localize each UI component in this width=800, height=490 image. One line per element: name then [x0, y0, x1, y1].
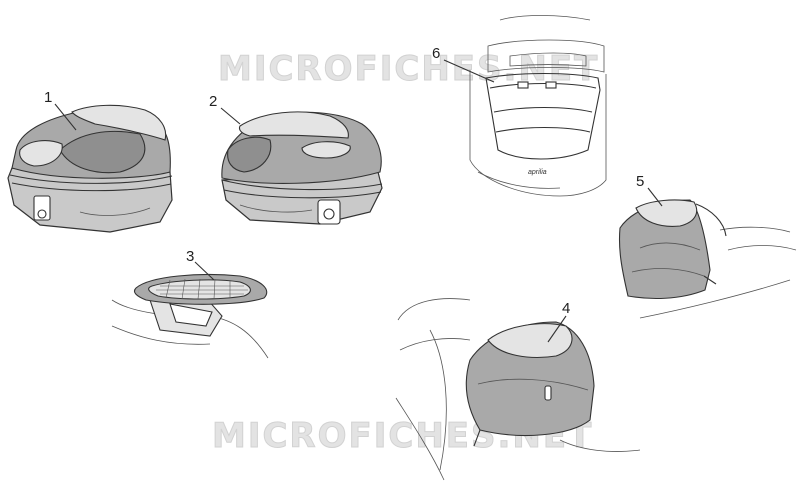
part-6-rear-rack: aprilia [469, 15, 607, 197]
callout-3: 3 [186, 248, 194, 265]
part-4-leg-cover [395, 298, 641, 481]
callout-6: 6 [432, 45, 440, 62]
callout-4: 4 [562, 300, 570, 317]
leader-lines [54, 59, 663, 343]
part-2-top-case [221, 111, 383, 225]
callout-2: 2 [209, 93, 217, 110]
part-3-mounting-plate [111, 273, 269, 359]
callout-5: 5 [636, 173, 644, 190]
aprilia-brand-mark: aprilia [528, 169, 547, 176]
part-1-top-case [7, 104, 173, 233]
callout-1: 1 [44, 89, 52, 106]
watermark-top: MICROFICHES.NET [218, 49, 599, 89]
part-5-knee-cover [618, 199, 797, 319]
